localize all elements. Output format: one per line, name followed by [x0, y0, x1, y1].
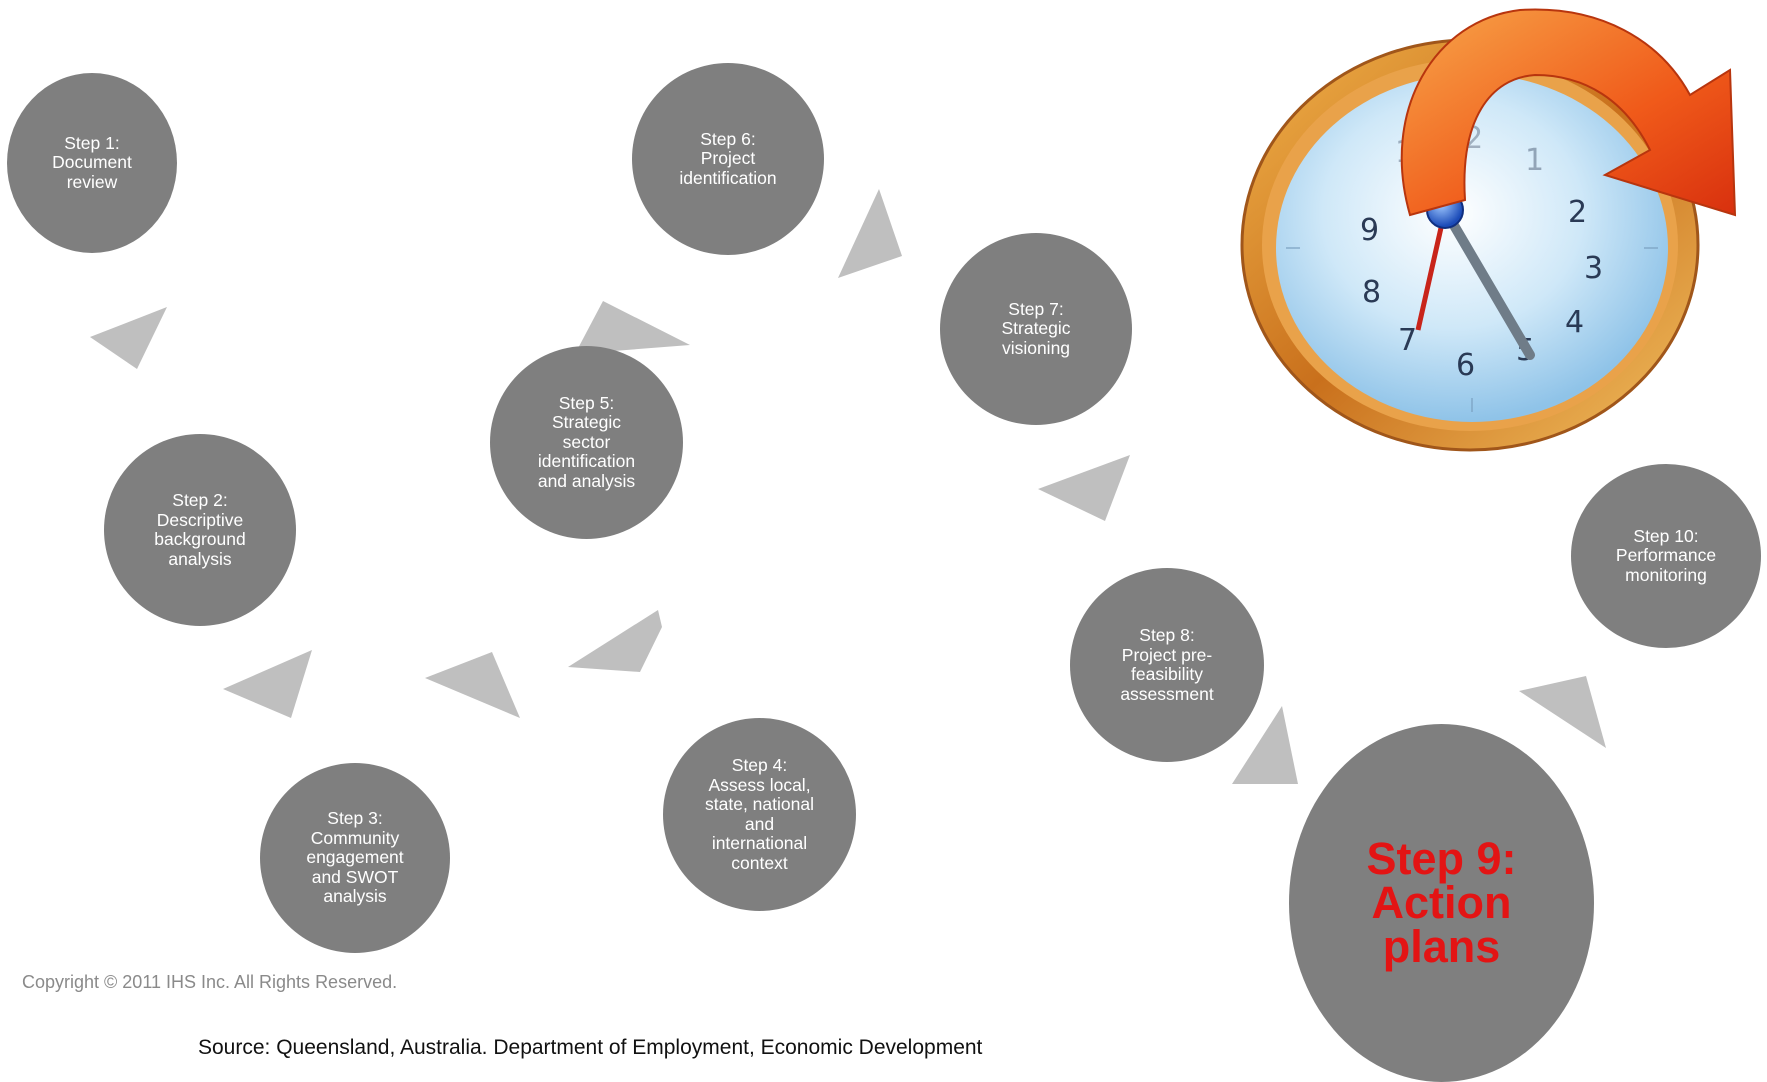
step-10-circle: Step 10: Performance monitoring: [1571, 464, 1761, 648]
clock-numeral-4: 4: [1565, 305, 1584, 340]
step-8-circle: Step 8: Project pre- feasibility assessm…: [1070, 568, 1264, 762]
arrow-4-5: [568, 610, 662, 672]
step-3-circle: Step 3: Community engagement and SWOT an…: [260, 763, 450, 953]
step-3-label: Step 3: Community engagement and SWOT an…: [306, 808, 404, 907]
step-6-circle: Step 6: Project identification: [632, 63, 824, 255]
step-10-label: Step 10: Performance monitoring: [1615, 525, 1717, 585]
step-4-circle: Step 4: Assess local, state, national an…: [663, 718, 856, 911]
step-5-label: Step 5: Strategic sector identification …: [537, 392, 636, 491]
arrow-2-3: [223, 650, 312, 718]
step-9-label: Step 9: Action plans: [1366, 833, 1517, 972]
step-2-label: Step 2: Descriptive background analysis: [154, 490, 246, 569]
step-7-label: Step 7: Strategic visioning: [1001, 298, 1071, 358]
step-2-circle: Step 2: Descriptive background analysis: [104, 434, 296, 626]
step-1-circle: Step 1: Document review: [7, 73, 177, 253]
arrow-1-2: [90, 307, 167, 369]
step-7-circle: Step 7: Strategic visioning: [940, 233, 1132, 425]
step-8-label: Step 8: Project pre- feasibility assessm…: [1120, 625, 1214, 704]
clock-hand-grey: [1440, 205, 1535, 360]
arrow-8-9: [1232, 706, 1298, 784]
arrow-7-8: [1038, 455, 1130, 521]
step-5-circle: Step 5: Strategic sector identification …: [490, 346, 683, 539]
clock-numeral-6: 6: [1456, 348, 1475, 383]
clock-numeral-3: 3: [1584, 251, 1603, 286]
clock-numeral-8: 8: [1362, 275, 1381, 310]
clock-numeral-1: 1: [1525, 143, 1544, 178]
source-text: Source: Queensland, Australia. Departmen…: [198, 1036, 983, 1059]
clock-numeral-7: 7: [1398, 323, 1417, 358]
clock-arrow-curve: [1400, 8, 1737, 217]
step-1-label: Step 1: Document review: [52, 132, 132, 192]
step-6-label: Step 6: Project identification: [679, 128, 777, 188]
step-9-circle: Step 9: Action plans: [1289, 724, 1594, 1082]
arrow-5-6: [575, 301, 690, 354]
clock-hand-red: [1415, 209, 1448, 331]
arrow-3-4: [425, 652, 520, 718]
arrow-9-10: [1519, 676, 1606, 748]
clock-numeral-2: 2: [1568, 195, 1587, 230]
copyright-text: Copyright © 2011 IHS Inc. All Rights Res…: [22, 972, 398, 992]
clock-icon: 11 12 1 2 3 4 5 6 7 8 9: [1240, 8, 1737, 452]
arrow-6-7: [838, 189, 902, 278]
step-4-label: Step 4: Assess local, state, national an…: [705, 755, 814, 873]
clock-numeral-9: 9: [1360, 213, 1379, 248]
